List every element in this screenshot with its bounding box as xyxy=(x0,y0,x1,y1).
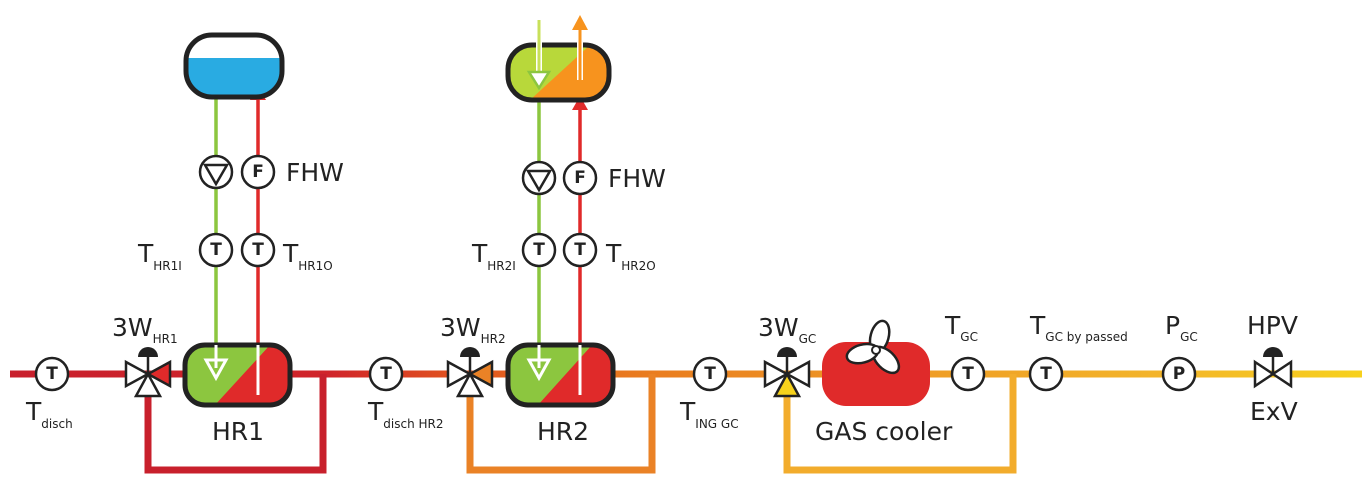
svg-text:T: T xyxy=(533,240,545,260)
svg-text:T: T xyxy=(1040,364,1052,384)
label-gas-cooler: GAS cooler xyxy=(815,417,953,446)
svg-text:T: T xyxy=(46,364,58,384)
gas-cooler xyxy=(822,319,930,406)
label-t-hr2o: THR2O xyxy=(605,239,656,273)
label-t-hr1o: THR1O xyxy=(282,239,333,273)
three-way-valve-hr1 xyxy=(124,347,172,398)
label-p-gc: PGC xyxy=(1165,311,1198,344)
svg-text:T: T xyxy=(252,240,264,260)
label-t-hr2i: THR2I xyxy=(471,239,516,273)
hot-water-tank-hr1 xyxy=(183,32,285,100)
temperature-sensor-hr1i: T xyxy=(198,232,234,268)
label-hr2: HR2 xyxy=(537,417,589,446)
pump-icon-hr1 xyxy=(198,154,234,190)
flow-meter-hr1: F xyxy=(240,154,276,190)
bypass-loop-hr1 xyxy=(144,374,327,474)
label-hpv: HPV xyxy=(1247,311,1298,340)
label-t-gc-bypassed: TGC by passed xyxy=(1029,311,1128,344)
svg-text:F: F xyxy=(574,168,586,188)
pump-icon-hr2 xyxy=(521,160,557,196)
label-hr1: HR1 xyxy=(212,417,264,446)
label-exv: ExV xyxy=(1250,397,1298,426)
heat-exchanger-hr1 xyxy=(182,342,293,408)
svg-text:P: P xyxy=(1173,364,1185,384)
svg-text:F: F xyxy=(252,162,264,182)
temperature-sensor-gc-bypassed: T xyxy=(1028,356,1064,392)
temperature-sensor-disch: T xyxy=(34,356,70,392)
temperature-sensor-hr2o: T xyxy=(562,232,598,268)
temperature-sensor-ing-gc: T xyxy=(692,356,728,392)
label-t-gc: TGC xyxy=(944,311,978,344)
water-circuit-hr2 xyxy=(526,75,588,373)
bypass-loop-hr2 xyxy=(466,374,656,474)
label-3w-hr1: 3WHR1 xyxy=(112,313,178,346)
fan-icon xyxy=(845,319,901,375)
three-way-valve-gc xyxy=(763,347,811,398)
flow-meter-hr2: F xyxy=(562,160,598,196)
temperature-sensor-hr1o: T xyxy=(240,232,276,268)
bypass-loop-gc xyxy=(783,374,1017,474)
label-fhw-2: FHW xyxy=(608,164,666,193)
hot-water-tank-hr2 xyxy=(505,15,612,103)
temperature-sensor-disch-hr2: T xyxy=(368,356,404,392)
temperature-sensor-gc: T xyxy=(950,356,986,392)
label-t-hr1i: THR1I xyxy=(137,239,182,273)
expansion-valve-hpv xyxy=(1253,347,1293,389)
three-way-valve-hr2 xyxy=(446,347,494,398)
label-3w-gc: 3WGC xyxy=(758,313,816,346)
svg-text:T: T xyxy=(962,364,974,384)
label-fhw-1: FHW xyxy=(286,158,344,187)
label-t-disch: Tdisch xyxy=(25,397,73,431)
label-3w-hr2: 3WHR2 xyxy=(440,313,506,346)
svg-text:T: T xyxy=(210,240,222,260)
label-t-ing-gc: TING GC xyxy=(679,397,739,431)
svg-text:T: T xyxy=(380,364,392,384)
svg-text:T: T xyxy=(704,364,716,384)
temperature-sensor-hr2i: T xyxy=(521,232,557,268)
pressure-sensor-gc: P xyxy=(1161,356,1197,392)
water-circuit-hr1 xyxy=(203,86,266,373)
svg-text:T: T xyxy=(574,240,586,260)
heat-exchanger-hr2 xyxy=(505,342,616,408)
label-t-disch-hr2: Tdisch HR2 xyxy=(367,397,444,431)
